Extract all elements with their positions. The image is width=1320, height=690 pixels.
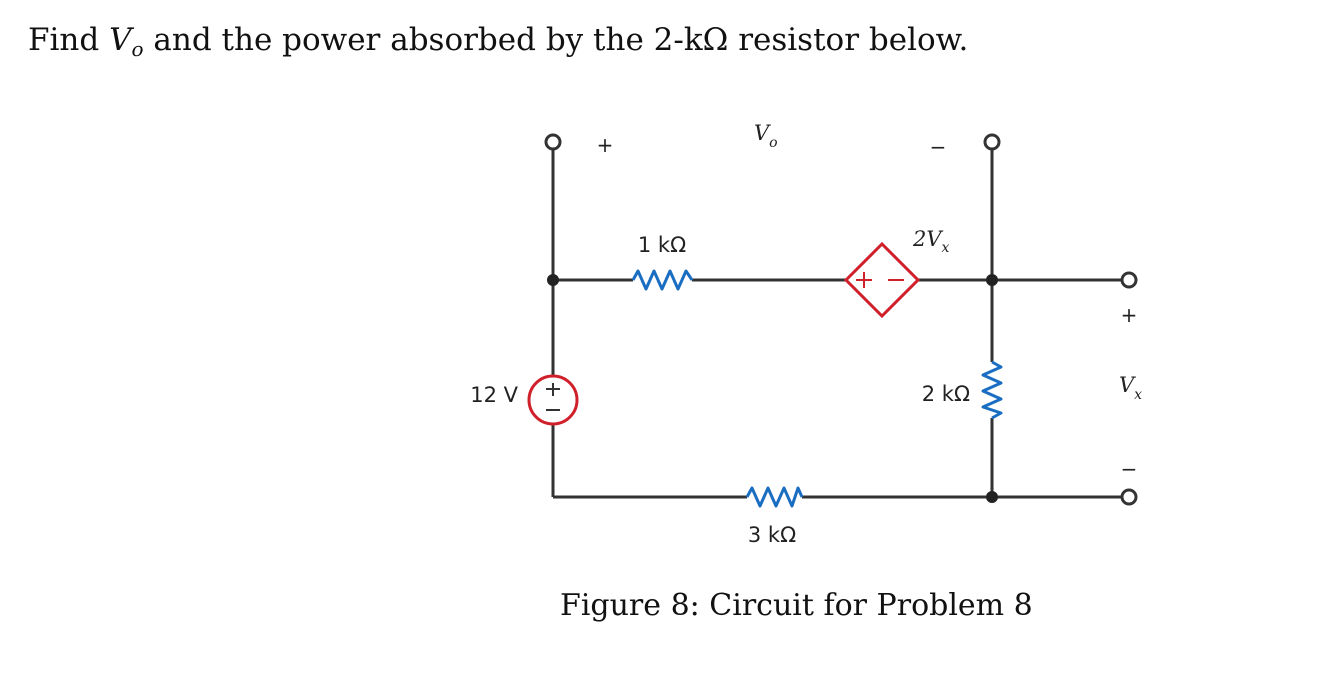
junction-right-mid	[986, 274, 998, 286]
terminal-right-lower	[1120, 488, 1138, 506]
vx-plus-sign: +	[1121, 303, 1138, 327]
voltage-source-circle	[527, 374, 579, 426]
terminal-top-right	[983, 133, 1001, 151]
vo-label: Vo	[754, 121, 778, 151]
dependent-source-label: 2Vx	[912, 227, 950, 256]
problem-statement: Find Vo and the power absorbed by the 2-…	[28, 22, 969, 61]
dependent-source-diamond	[843, 241, 921, 319]
figure-caption: Figure 8: Circuit for Problem 8	[560, 588, 1033, 623]
vo-subscript: o	[131, 37, 144, 61]
vx-minus-sign: −	[1121, 457, 1138, 481]
vx-label: Vx	[1119, 373, 1142, 403]
junctions	[547, 274, 998, 503]
resistor-1k-label: 1 kΩ	[638, 233, 686, 257]
resistor-1k-zigzag	[631, 269, 694, 291]
wires	[551, 150, 1122, 499]
resistor-3k-zigzag	[745, 486, 804, 508]
problem-text-before: Find	[28, 22, 110, 58]
resistor-3k-label: 3 kΩ	[748, 523, 796, 547]
terminal-right-upper	[1120, 271, 1138, 289]
vo-plus-sign: +	[597, 133, 614, 157]
terminal-top-left	[544, 133, 562, 151]
resistor-2k-label: 2 kΩ	[922, 382, 970, 406]
resistor-2k-zigzag	[981, 360, 1003, 420]
problem-text-after: and the power absorbed by the 2-kΩ resis…	[143, 22, 969, 58]
vo-minus-sign: −	[930, 135, 947, 159]
voltage-source-label: 12 V	[470, 383, 518, 407]
junction-left-mid	[547, 274, 559, 286]
junction-right-bottom	[986, 491, 998, 503]
vo-symbol: V	[109, 22, 132, 58]
terminals	[544, 133, 1138, 506]
